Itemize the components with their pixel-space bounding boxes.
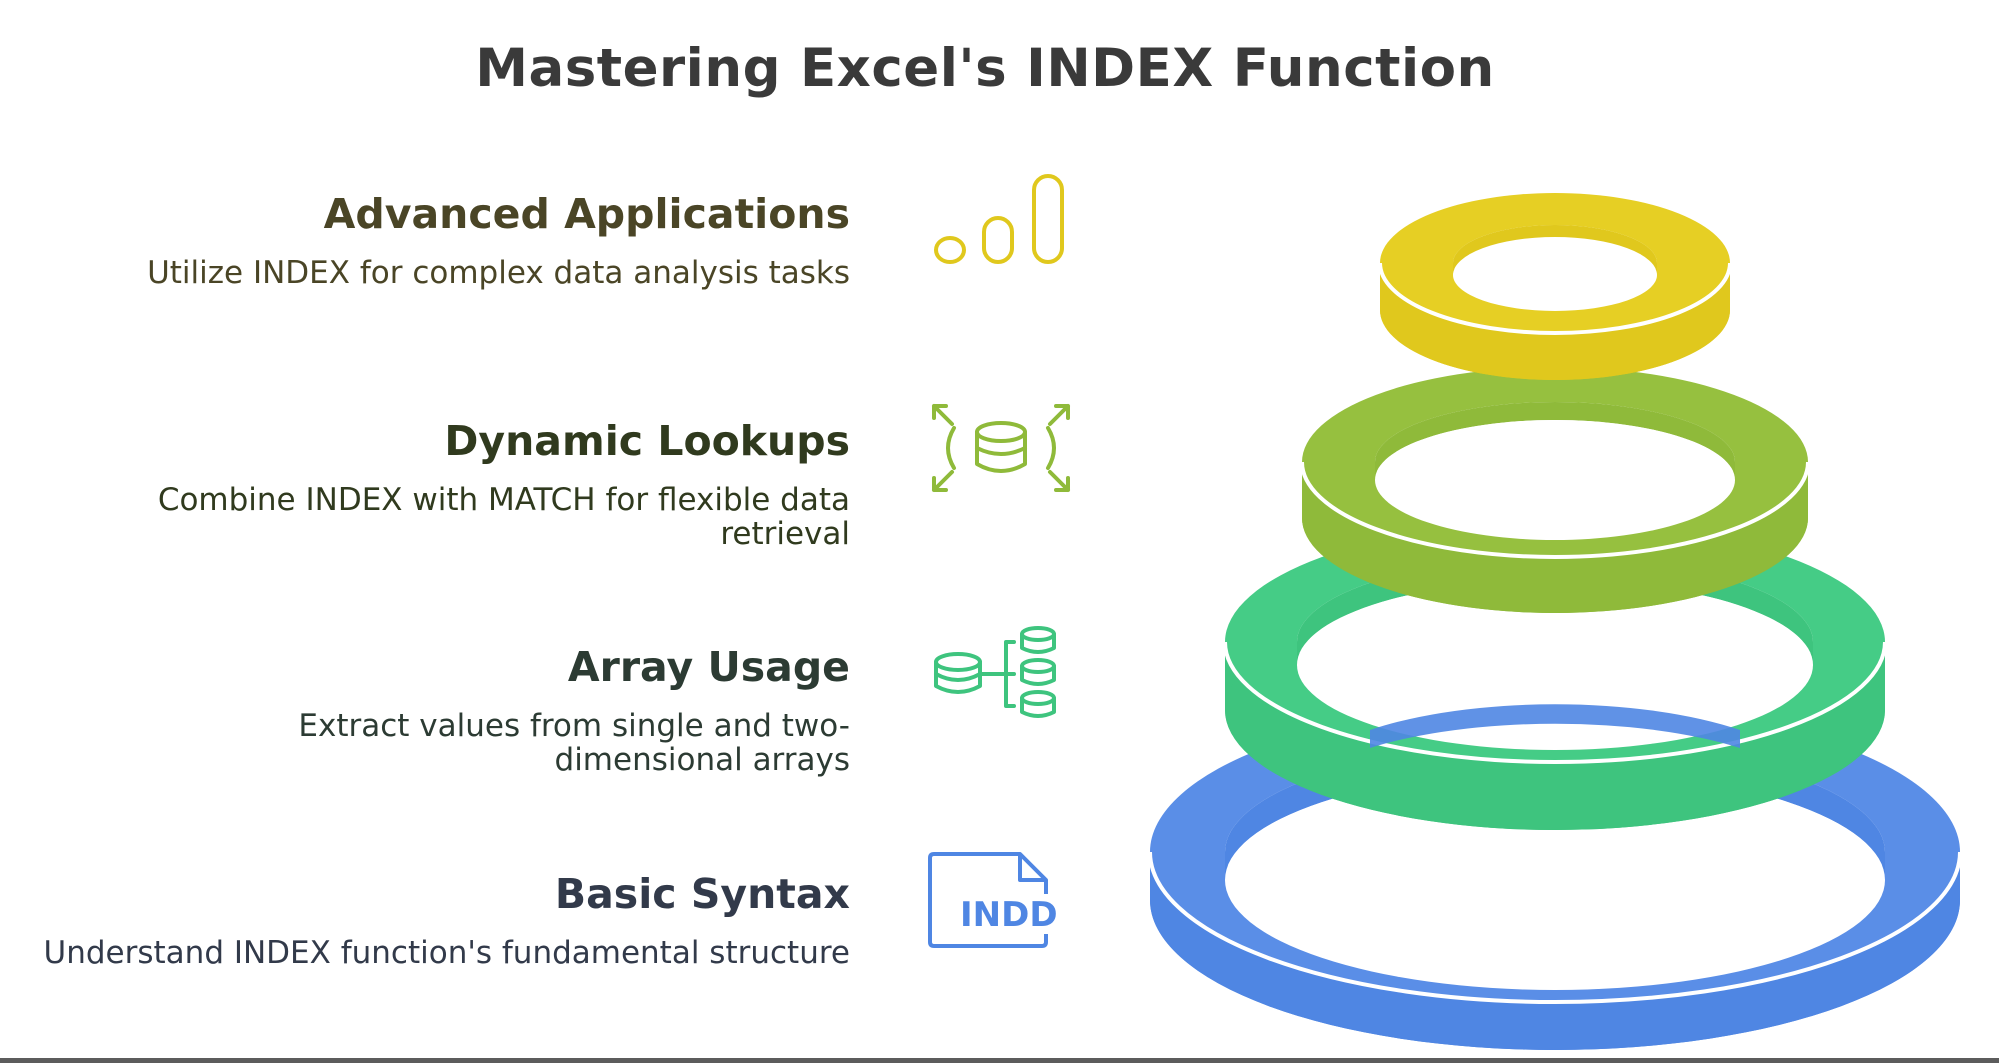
bar-chart-icon <box>934 174 1064 264</box>
item-description: Extract values from single and two-dimen… <box>298 708 850 778</box>
item-dynamic-lookups: Dynamic Lookups Combine INDEX with MATCH… <box>0 417 850 551</box>
ring-advanced-applications <box>1378 193 1732 380</box>
item-heading: Array Usage <box>567 643 850 691</box>
stacked-rings-graphic <box>1148 193 1962 1050</box>
item-description: Understand INDEX function's fundamental … <box>43 935 850 971</box>
expand-database-icon <box>932 404 1070 492</box>
diagram-title: Mastering Excel's INDEX Function <box>475 38 1495 99</box>
item-heading: Basic Syntax <box>554 870 850 918</box>
ring-dynamic-lookups <box>1300 367 1810 613</box>
database-tree-icon <box>934 626 1056 718</box>
indd-file-icon: INDD <box>928 852 1076 948</box>
item-basic-syntax: Basic Syntax Understand INDEX function's… <box>0 870 850 970</box>
item-array-usage: Array Usage Extract values from single a… <box>0 643 850 777</box>
bottom-border <box>0 1058 1999 1063</box>
item-heading: Dynamic Lookups <box>444 417 850 465</box>
ring-array-usage <box>1223 522 1887 830</box>
item-description: Combine INDEX with MATCH for flexible da… <box>157 482 850 552</box>
item-heading: Advanced Applications <box>323 190 850 238</box>
item-description: Utilize INDEX for complex data analysis … <box>147 255 850 291</box>
item-advanced-applications: Advanced Applications Utilize INDEX for … <box>0 190 850 290</box>
indd-file-icon-label: INDD <box>960 895 1058 935</box>
